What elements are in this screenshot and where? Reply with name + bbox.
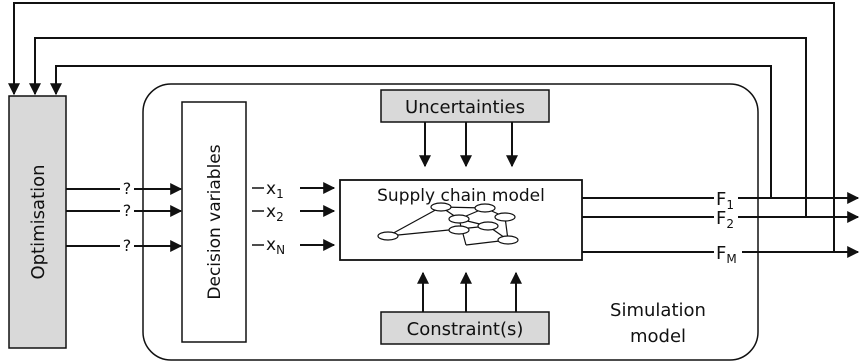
network-graph-icon xyxy=(377,202,519,246)
input-xn: xN xyxy=(266,235,285,257)
question-mask-2 xyxy=(120,200,134,220)
feedback-loops xyxy=(8,2,835,252)
decision-to-model xyxy=(300,182,336,251)
question-mark-2: ? xyxy=(123,201,132,220)
question-mark-1: ? xyxy=(123,179,132,198)
input-x1: x1 xyxy=(266,179,284,201)
simulation-model-label-line1: Simulation xyxy=(610,300,706,321)
simulation-model-label-line2: model xyxy=(630,326,686,347)
feedback-loop-f2 xyxy=(29,37,807,217)
uncertainty-arrows xyxy=(419,122,518,168)
optimisation-box xyxy=(8,95,67,349)
decision-variables-box xyxy=(181,101,247,343)
optimisation-label: Optimisation xyxy=(28,164,49,279)
question-mark-3: ? xyxy=(123,236,132,255)
supply-chain-model-label: Supply chain model xyxy=(377,186,545,206)
uncertainties-box xyxy=(380,89,550,123)
output-f2: F2 xyxy=(716,208,734,231)
simulation-model-container xyxy=(142,83,759,361)
question-mask-1 xyxy=(120,178,134,198)
constraints-box xyxy=(380,311,550,345)
output-f1: F1 xyxy=(716,189,734,212)
feedback-loop-f1 xyxy=(8,2,835,252)
decision-variables-label: Decision variables xyxy=(205,144,225,299)
constraint-arrows xyxy=(417,271,522,312)
constraints-label: Constraint(s) xyxy=(407,319,524,340)
output-fm: FM xyxy=(716,243,737,266)
question-mask-3 xyxy=(120,235,134,255)
uncertainties-label: Uncertainties xyxy=(405,97,525,118)
feedback-loop-fm xyxy=(50,65,772,198)
input-x2: x2 xyxy=(266,202,284,224)
